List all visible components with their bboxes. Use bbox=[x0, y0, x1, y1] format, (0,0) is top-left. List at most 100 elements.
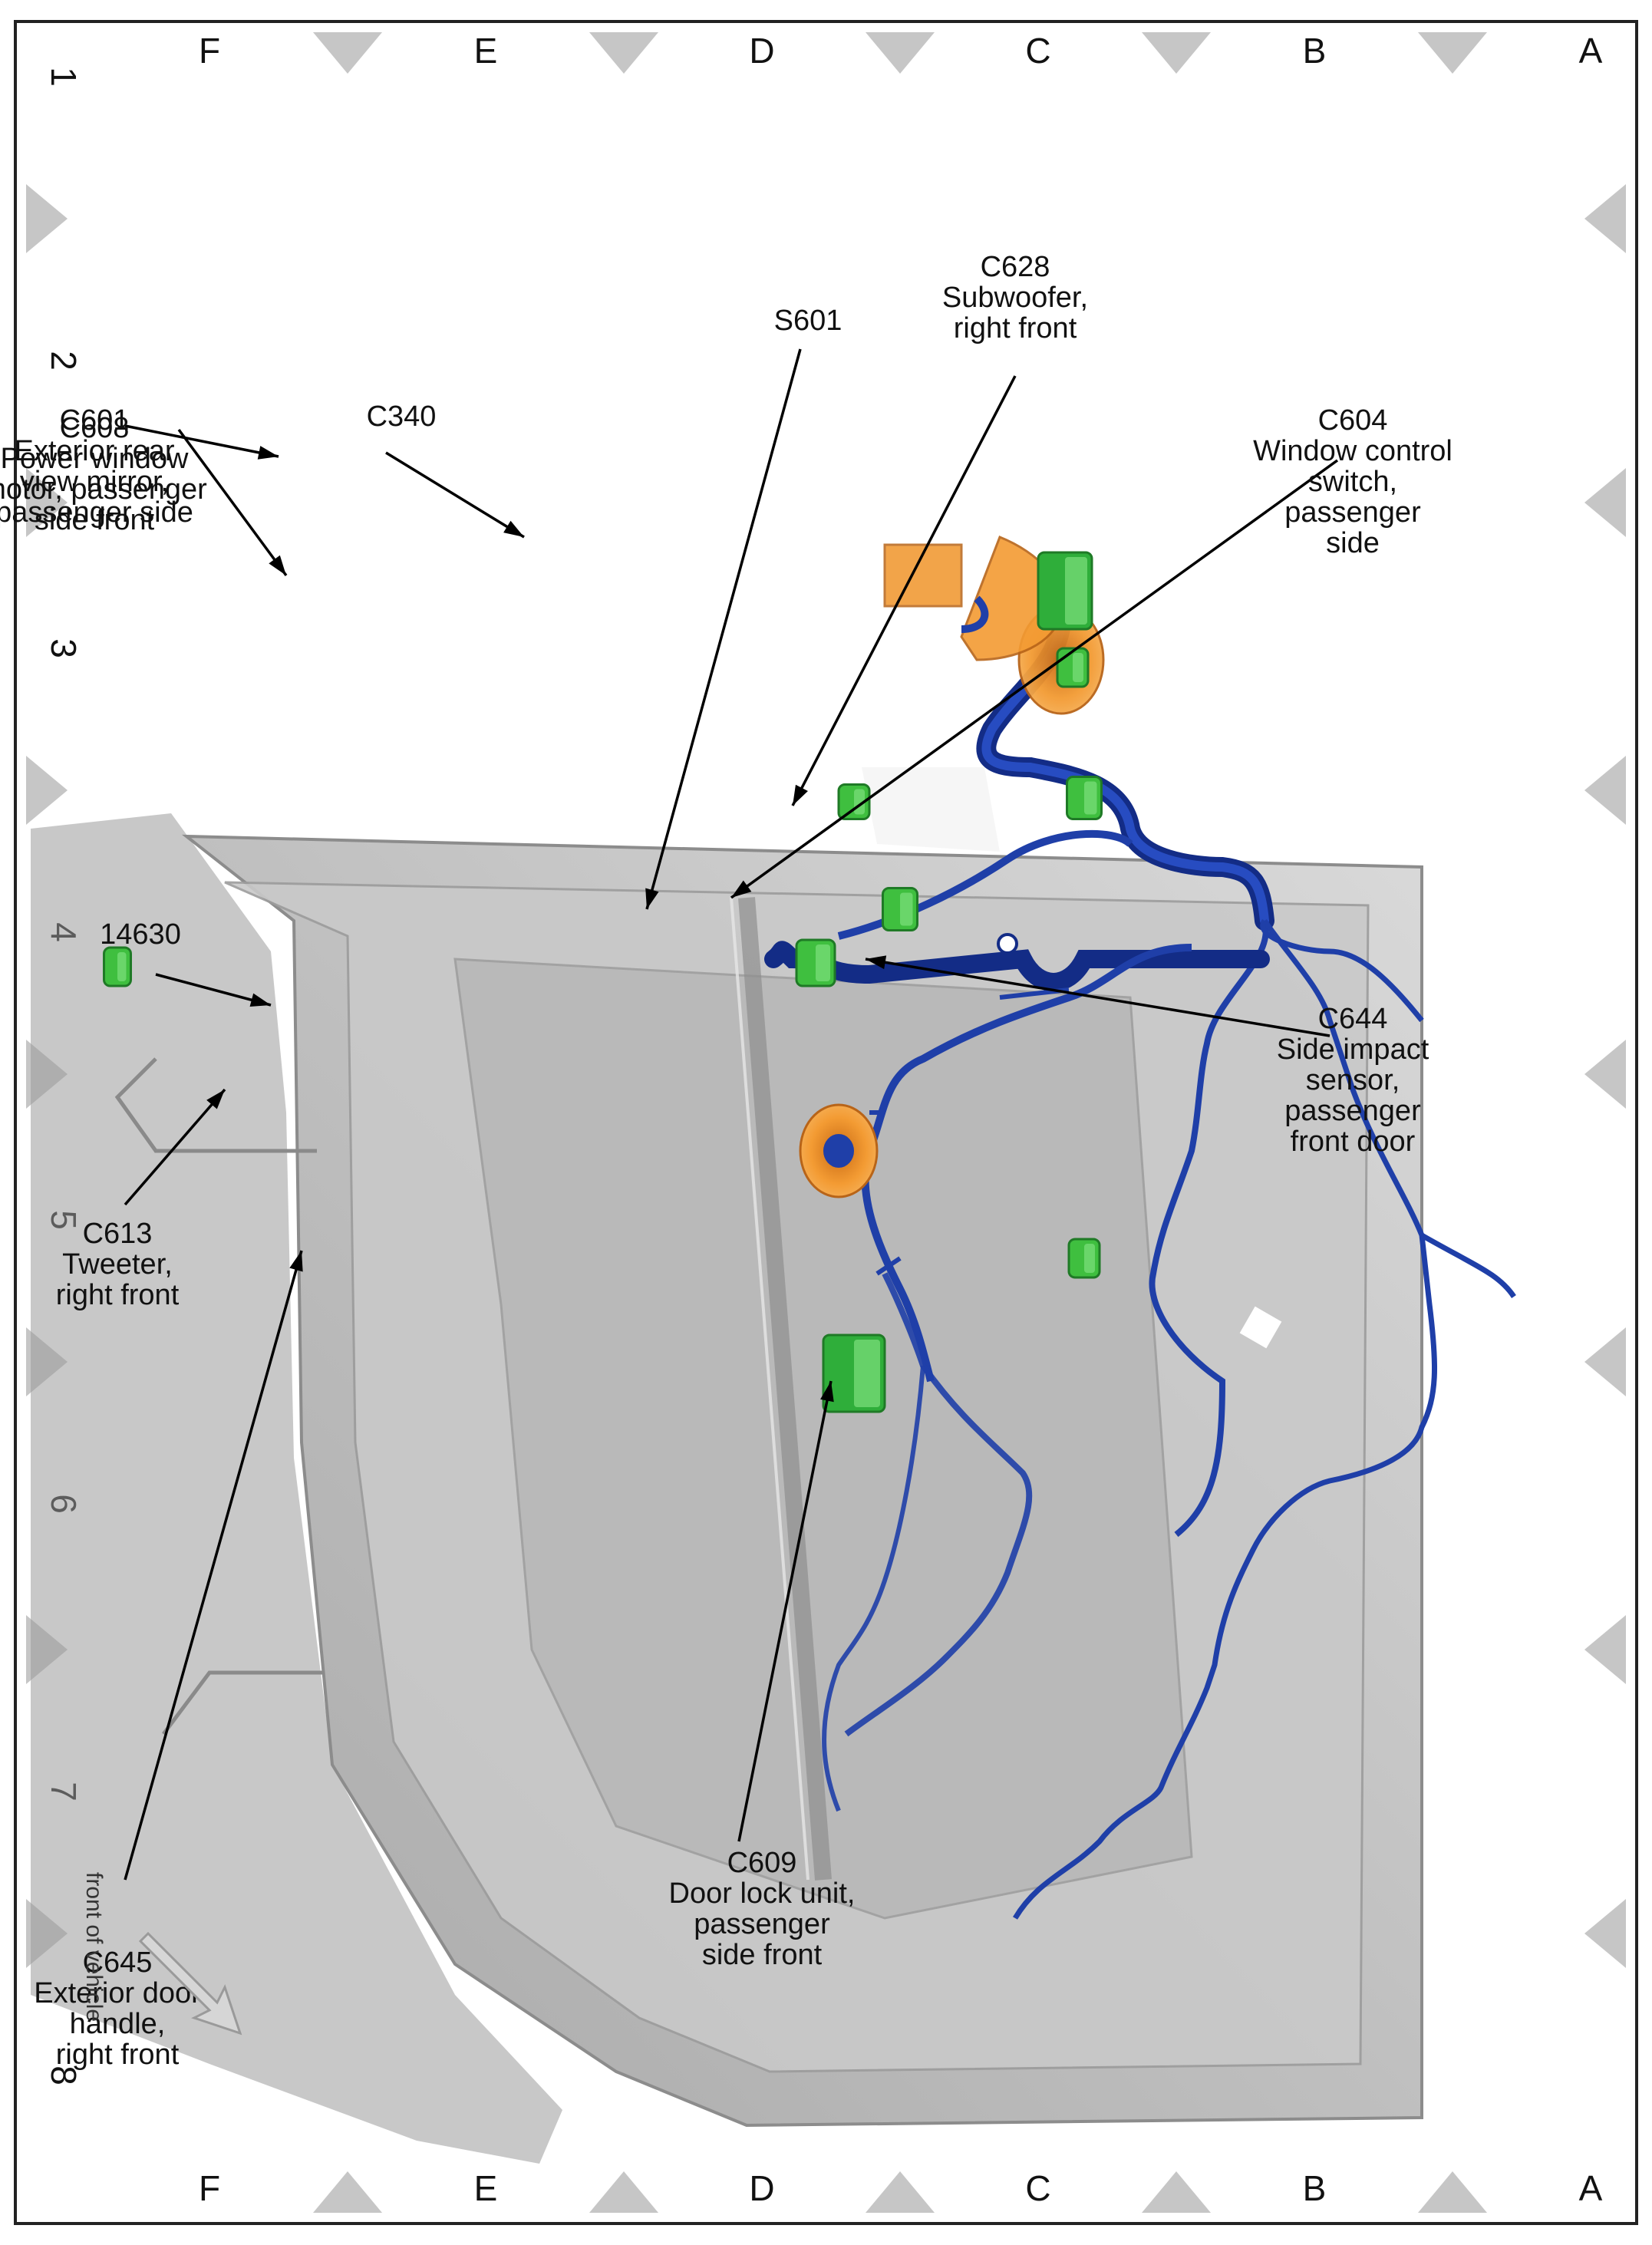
grid-row-label-right: C bbox=[1025, 2168, 1050, 2208]
leader-arrow-c644 bbox=[866, 955, 887, 970]
callout-id: C628 bbox=[981, 251, 1050, 283]
connector-c604 bbox=[882, 887, 918, 931]
callout-description-line: sensor, bbox=[1306, 1064, 1400, 1096]
grid-col-label-bottom: 1 bbox=[44, 67, 84, 87]
callout-id: C645 bbox=[83, 1947, 153, 1979]
callout-description-line: view mirror, bbox=[20, 466, 169, 498]
leader-c609 bbox=[737, 1380, 833, 1842]
callout-id: C613 bbox=[83, 1218, 153, 1250]
front-of-vehicle-label: front of vehicle bbox=[81, 1872, 107, 2022]
grid-marker-top bbox=[1584, 468, 1626, 537]
callout-description-line: Door lock unit, bbox=[669, 1877, 856, 1910]
callout-description-line: Tweeter, bbox=[62, 1248, 173, 1281]
grid-marker-right bbox=[866, 2171, 935, 2213]
grid-marker-left bbox=[866, 32, 935, 74]
connector-c613 bbox=[103, 946, 132, 987]
callout-description-line: right front bbox=[56, 2039, 180, 2071]
grid-marker-left bbox=[589, 32, 658, 74]
leader-c613 bbox=[124, 1088, 226, 1206]
grid-marker-right bbox=[1418, 2171, 1487, 2213]
callout-description-line: front door bbox=[1291, 1126, 1416, 1158]
grid-marker-top bbox=[1584, 1040, 1626, 1109]
callout-c340: C340 bbox=[367, 401, 437, 433]
grid-row-label-right: E bbox=[474, 2168, 498, 2208]
grid-marker-right bbox=[1142, 2171, 1211, 2213]
callout-14630: 14630 bbox=[100, 918, 181, 951]
callout-id: C604 bbox=[1318, 404, 1388, 437]
grid-row-label-right: B bbox=[1303, 2168, 1327, 2208]
leader-c340 bbox=[385, 451, 525, 539]
front-arrow-icon bbox=[138, 1931, 242, 2036]
connector-c645 bbox=[1067, 1238, 1101, 1279]
leader-c608 bbox=[177, 428, 288, 577]
callout-description-line: handle, bbox=[70, 2008, 166, 2040]
connector-c628 bbox=[837, 783, 871, 820]
callout-description-line: right front bbox=[56, 1279, 180, 1311]
connector-c644 bbox=[795, 938, 836, 987]
grid-marker-bottom bbox=[26, 468, 68, 537]
grid-col-label-bottom: 3 bbox=[44, 638, 84, 658]
leader-arrow-c340 bbox=[503, 520, 524, 537]
leader-arrow-c613 bbox=[206, 1090, 225, 1109]
front-of-vehicle-indicator: front of vehicle bbox=[81, 1872, 242, 2036]
callout-description-line: passenger bbox=[1284, 496, 1421, 529]
callout-description-line: side front bbox=[702, 1939, 823, 1971]
grid-row-label-left: C bbox=[1025, 31, 1050, 71]
leader-arrow-c608 bbox=[269, 555, 286, 575]
grid-marker-top bbox=[1584, 1327, 1626, 1396]
callout-id: C644 bbox=[1318, 1003, 1388, 1035]
grid-row-label-right: A bbox=[1579, 2168, 1603, 2208]
callout-description-line: right front bbox=[954, 312, 1077, 344]
grid-marker-left bbox=[1142, 32, 1211, 74]
grid-row-label-left: B bbox=[1303, 31, 1327, 71]
grid-marker-right bbox=[313, 2171, 382, 2213]
callout-description-line: motor, passenger bbox=[0, 473, 207, 506]
grid-row-label-left: E bbox=[474, 31, 498, 71]
grid-row-label-right: F bbox=[199, 2168, 220, 2208]
grid-row-label-left: F bbox=[199, 31, 220, 71]
grid-col-label-bottom: 2 bbox=[44, 351, 84, 371]
grid-row-label-right: D bbox=[749, 2168, 774, 2208]
leader-arrow-c604 bbox=[731, 880, 752, 898]
leader-s601 bbox=[645, 348, 802, 910]
leader-c644 bbox=[865, 958, 1331, 1037]
leader-arrow-c601 bbox=[257, 446, 279, 460]
callout-id: S601 bbox=[774, 305, 842, 337]
callout-description-line: Subwoofer, bbox=[942, 282, 1088, 314]
grid-marker-left bbox=[313, 32, 382, 74]
grid-marker-top bbox=[1584, 756, 1626, 825]
leader-arrow-c645 bbox=[289, 1251, 303, 1272]
door-panel bbox=[31, 767, 1423, 2164]
leader-arrow-c609 bbox=[820, 1381, 834, 1403]
callout-s601: S601 bbox=[774, 305, 842, 337]
callout-description-line: Side impact bbox=[1277, 1033, 1429, 1066]
callout-description-line: side front bbox=[35, 504, 155, 536]
grid-marker-bottom bbox=[26, 756, 68, 825]
grid-marker-top bbox=[1584, 1615, 1626, 1684]
callout-description-line: passenger bbox=[694, 1908, 830, 1940]
leader-c628 bbox=[791, 375, 1017, 806]
callout-id: 14630 bbox=[100, 918, 181, 951]
splice-s601 bbox=[997, 933, 1018, 954]
grid-marker-right bbox=[589, 2171, 658, 2213]
callout-description-line: passenger side bbox=[0, 496, 193, 529]
callout-id: C340 bbox=[367, 401, 437, 433]
connector-c608 bbox=[1066, 776, 1103, 820]
grommet-lower bbox=[799, 1103, 879, 1198]
grid-marker-left bbox=[1418, 32, 1487, 74]
callout-description-line: Exterior rear bbox=[14, 435, 174, 467]
grid-col-label-bottom: 8 bbox=[44, 2065, 84, 2085]
callout-description-line: switch, bbox=[1308, 466, 1397, 498]
connector-c340 bbox=[1037, 551, 1093, 631]
leader-c604 bbox=[730, 459, 1339, 899]
frame-border bbox=[14, 20, 1638, 2225]
callout-id: C608 bbox=[60, 412, 130, 444]
